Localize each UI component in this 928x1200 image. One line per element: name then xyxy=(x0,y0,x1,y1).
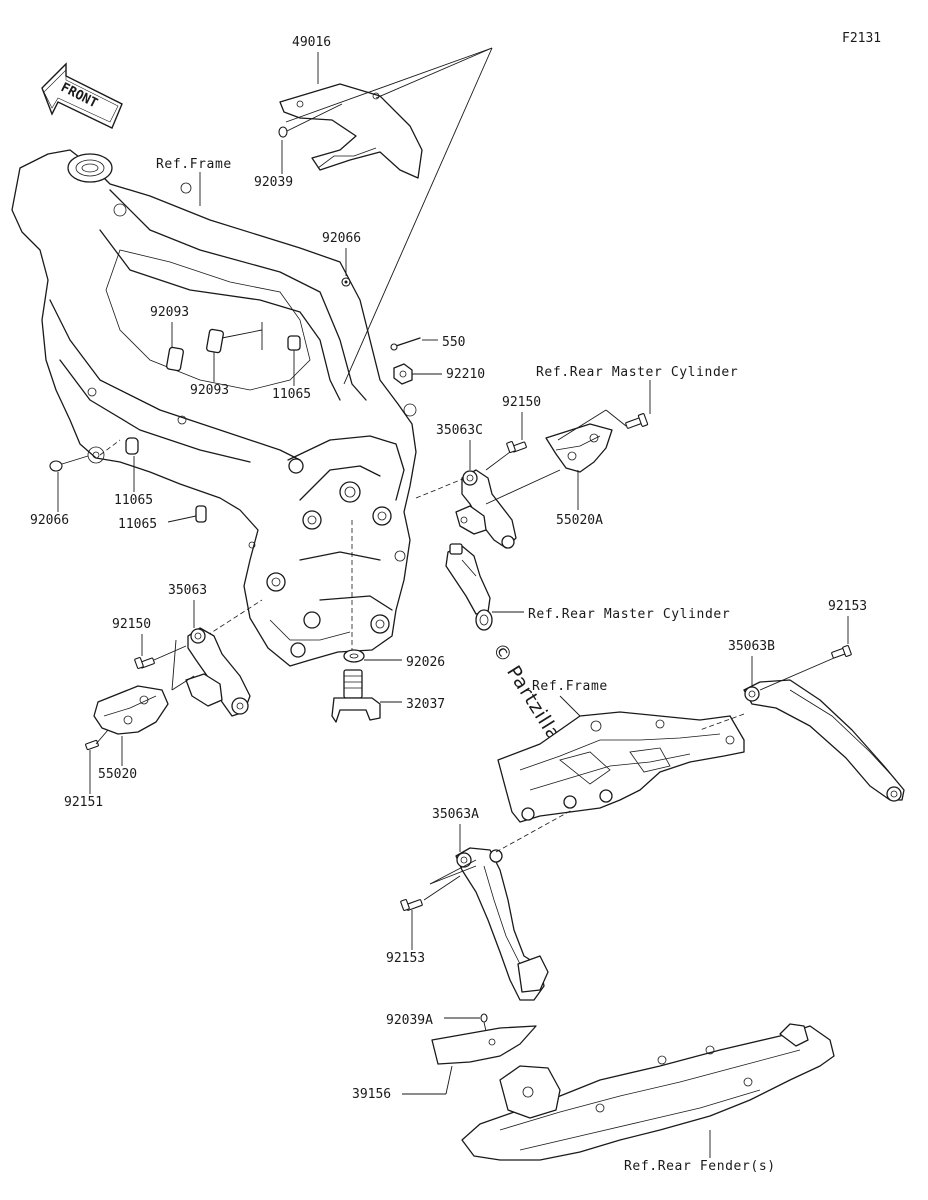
rear-subframe xyxy=(497,711,745,823)
part-92151-screw xyxy=(85,739,99,751)
part-39156-pad xyxy=(431,1025,537,1065)
part-label-92039: 92039 xyxy=(254,175,293,190)
part-label-35063: 35063 xyxy=(168,583,207,598)
ref-rear-fender-label: Ref.Rear Fender(s) xyxy=(624,1159,776,1174)
part-label-35063B: 35063B xyxy=(728,639,775,654)
part-label-55020A: 55020A xyxy=(556,513,603,528)
part-label-35063C: 35063C xyxy=(436,423,483,438)
ref-frame-top-label: Ref.Frame xyxy=(156,157,232,172)
part-92039A-clip xyxy=(480,1013,488,1023)
part-label-92066-top: 92066 xyxy=(322,231,361,246)
part-11065-grommets xyxy=(125,335,301,523)
part-label-92150-right: 92150 xyxy=(502,395,541,410)
part-35063C-bracket xyxy=(455,469,517,549)
part-92153-right-bolt xyxy=(831,645,852,659)
part-label-92150-left: 92150 xyxy=(112,617,151,632)
part-92066-left-plug xyxy=(49,455,89,472)
front-arrow-icon: FRONT xyxy=(41,62,123,129)
part-35063B-pillion-bracket xyxy=(743,679,905,802)
part-label-550: 550 xyxy=(442,335,465,350)
part-55020A-heel-guard xyxy=(545,423,613,473)
part-label-92210: 92210 xyxy=(446,367,485,382)
diagram-id: F2131 xyxy=(842,31,881,46)
rear-fender xyxy=(461,1023,835,1161)
part-label-35063A: 35063A xyxy=(432,807,479,822)
part-label-32037: 32037 xyxy=(406,697,445,712)
part-92150-left-bolt xyxy=(134,657,155,669)
part-92150-right-bolt xyxy=(506,441,527,453)
ref-frame-rear-label: Ref.Frame xyxy=(532,679,608,694)
part-92066-top-plug xyxy=(341,277,351,287)
part-35063-bracket xyxy=(185,627,251,717)
part-label-11065-c: 11065 xyxy=(118,517,157,532)
part-55020-heel-guard xyxy=(93,685,169,735)
ref-master-cylinder-mid-label: Ref.Rear Master Cylinder xyxy=(528,607,730,622)
part-label-49016: 49016 xyxy=(292,35,331,50)
part-49016-cover xyxy=(279,83,423,179)
part-label-92039A: 92039A xyxy=(386,1013,433,1028)
ref-master-cylinder-top-label: Ref.Rear Master Cylinder xyxy=(536,365,738,380)
part-label-55020: 55020 xyxy=(98,767,137,782)
part-label-92026: 92026 xyxy=(406,655,445,670)
part-label-11065-b: 11065 xyxy=(114,493,153,508)
part-label-92153-right: 92153 xyxy=(828,599,867,614)
part-35063A-pillion-bracket xyxy=(455,847,549,1001)
part-92039-clip xyxy=(278,103,343,138)
part-92153-left-bolt xyxy=(400,899,423,911)
part-label-11065-a: 11065 xyxy=(272,387,311,402)
part-32037-adjuster xyxy=(331,669,381,723)
part-550-pin xyxy=(390,337,421,351)
part-label-92153-left: 92153 xyxy=(386,951,425,966)
part-92093-cushions xyxy=(166,322,263,372)
part-label-92066-left: 92066 xyxy=(30,513,69,528)
part-label-39156: 39156 xyxy=(352,1087,391,1102)
part-label-92093-a: 92093 xyxy=(150,305,189,320)
part-92026-washer xyxy=(343,649,365,663)
part-92210-nut xyxy=(393,363,413,385)
part-label-92093-b: 92093 xyxy=(190,383,229,398)
part-label-92151: 92151 xyxy=(64,795,103,810)
master-cylinder-assembly xyxy=(445,543,493,631)
master-cylinder-top-bolt xyxy=(625,413,649,429)
main-frame xyxy=(11,149,417,667)
